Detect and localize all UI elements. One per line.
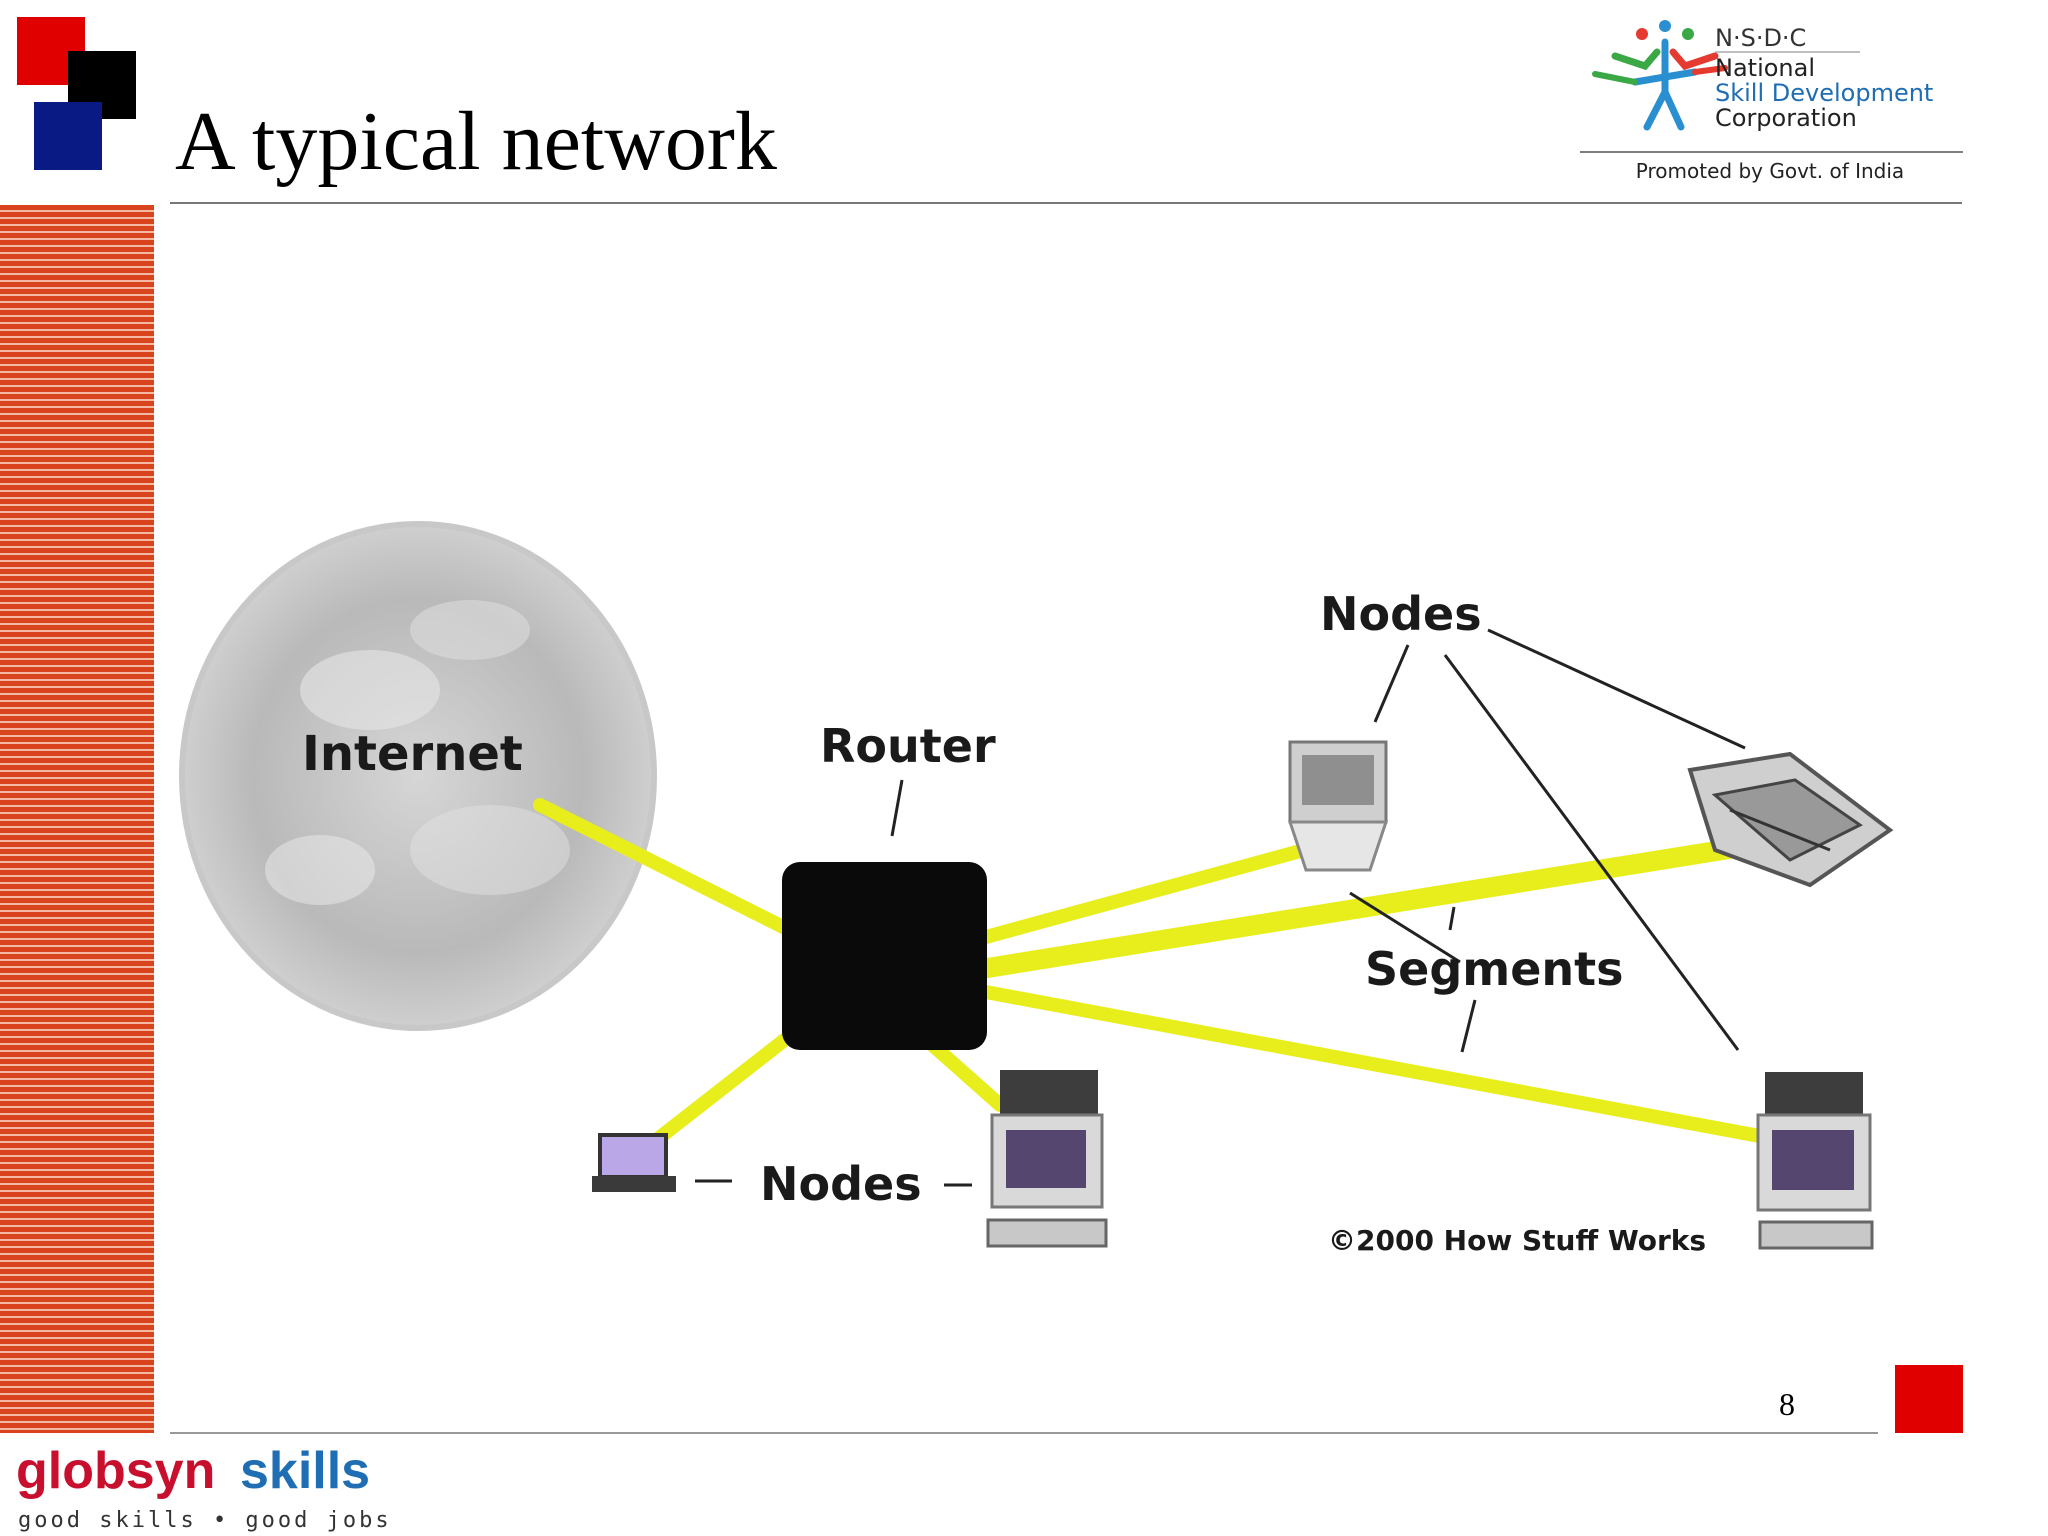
decor-square-corner [1895,1365,1963,1433]
computer-node-top-icon [1287,740,1389,872]
label-copyright: ©2000 How Stuff Works [1328,1224,1706,1257]
page-number: 8 [1779,1386,1795,1422]
router-icon [782,862,987,1050]
decor-square-blue [34,102,102,170]
logo-line-corporation: Corporation [1715,104,1857,132]
logo-acronym: N·S·D·C [1715,24,1806,52]
brand-skills: skills [240,1442,370,1500]
label-nodes-bottom: Nodes [760,1157,922,1211]
segment-router-laptop [643,1013,817,1152]
laptop-node-icon [592,1133,676,1192]
segment-router-node-top [968,840,1322,947]
desktop-node-right-icon [1756,1072,1874,1250]
logo-line-skill: Skill Development [1715,79,1933,107]
network-diagram: Internet Router Nodes Segments Nodes ©20… [179,521,1894,1257]
footer-divider [170,1432,1878,1434]
brand-slogan: good skills • good jobs [18,1508,392,1533]
label-router: Router [820,719,996,773]
globsyn-logo: globsyn skills good skills • good jobs [16,1442,392,1533]
title-divider [170,202,1962,204]
logo-tagline: Promoted by Govt. of India [1636,159,1904,183]
desktop-node-bottom-icon [986,1070,1108,1248]
internet-cloud-icon [179,521,657,1031]
segment-internet-router [533,798,792,935]
label-segments: Segments [1365,942,1624,996]
slide-title: A typical network [175,95,777,188]
segment-router-node-right [968,983,1777,1145]
logo-line-national: National [1715,54,1815,82]
label-internet: Internet [302,726,523,782]
annotation-lines [695,628,1746,1187]
segment-router-printer [965,834,1770,980]
label-nodes-top: Nodes [1320,587,1482,641]
striped-sidebar [0,205,154,1433]
nsdc-emblem-icon [1592,20,1728,131]
brand-globsyn: globsyn [16,1442,215,1500]
printer-node-icon [1687,751,1894,888]
nsdc-logo: N·S·D·C National Skill Development Corpo… [1580,20,1963,183]
